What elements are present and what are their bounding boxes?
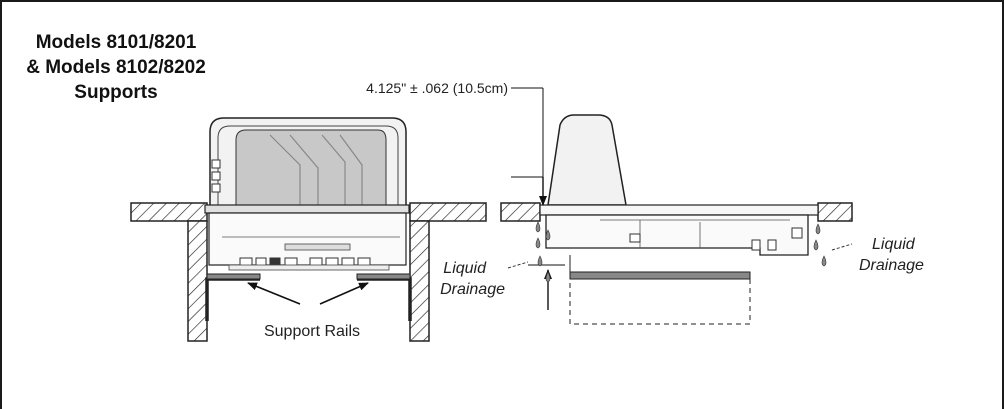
support-rail-arrow-left: [247, 282, 301, 305]
liquid-drops-right: [813, 223, 827, 267]
support-rail-arrow-right: [319, 282, 369, 305]
liquid-drops-left: [535, 221, 551, 283]
counter-top-side-left: [500, 202, 541, 222]
liquid-drainage-left-line1: Liquid: [443, 260, 487, 277]
frame-border-right: [1002, 0, 1004, 409]
diagram-title: Models 8101/8201 & Models 8102/8202 Supp…: [16, 30, 216, 105]
support-rails-label: Support Rails: [264, 323, 360, 340]
counter-top-left: [130, 202, 208, 222]
frame-border-left: [0, 0, 2, 409]
front-view: Support Rails: [130, 117, 487, 342]
liquid-drainage-left-line2: Drainage: [440, 281, 505, 298]
liquid-drainage-right-line2: Drainage: [859, 257, 924, 274]
title-line-3: Supports: [74, 82, 158, 103]
side-view: 4.125" ± .062 (10.5cm) Liquid Drainage L…: [366, 80, 924, 325]
frame-border-top: [0, 0, 1004, 2]
counter-top-right: [409, 202, 487, 222]
cabinet-wall-left: [187, 220, 208, 342]
counter-top-side-right: [817, 202, 853, 222]
title-line-1: Models 8101/8201: [35, 32, 197, 53]
cabinet-wall-right: [409, 220, 430, 342]
liquid-drainage-right-line1: Liquid: [872, 236, 916, 253]
support-rail-right: [357, 277, 412, 321]
projection-outline: [569, 278, 751, 325]
dimension-label: 4.125" ± .062 (10.5cm): [366, 80, 508, 96]
scanner-front: [204, 117, 410, 271]
title-line-2: & Models 8102/8202: [26, 57, 206, 78]
